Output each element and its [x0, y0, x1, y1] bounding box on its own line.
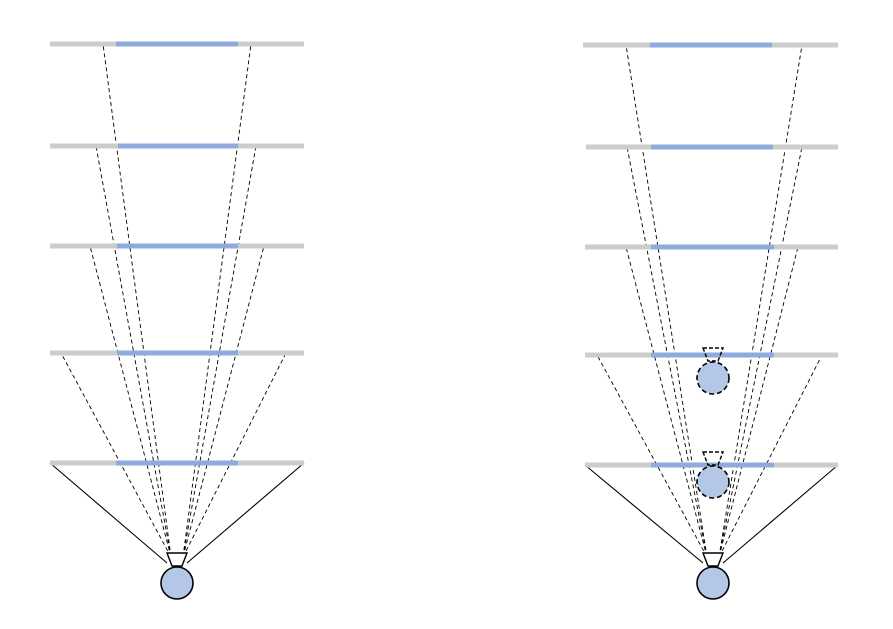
sight-line-left [60, 352, 172, 558]
ghost-head-circle [696, 465, 730, 499]
viewer [696, 552, 730, 600]
fov-boundary-right [186, 462, 305, 564]
sight-line-right [718, 44, 803, 558]
sight-line-left [626, 146, 708, 558]
camera-frustum-icon [701, 552, 725, 567]
sight-line-left [596, 354, 708, 558]
fov-boundary-right [722, 464, 839, 564]
sight-line-left [102, 43, 172, 558]
right-panel [583, 42, 839, 600]
ghost-viewer [696, 347, 730, 395]
sight-line-right [182, 245, 265, 558]
camera-frustum-icon [701, 347, 725, 362]
sight-line-right [718, 146, 803, 558]
sight-line-right [718, 246, 799, 558]
fov-boundary-left [49, 462, 168, 564]
sight-line-left [89, 245, 172, 558]
sight-line-left [625, 246, 708, 558]
viewer [160, 552, 194, 600]
sight-line-left [625, 44, 708, 558]
head-circle [696, 566, 730, 600]
sight-line-right [182, 352, 287, 558]
camera-frustum-icon [701, 451, 725, 466]
left-panel [49, 41, 305, 600]
sight-line-right [182, 43, 252, 558]
sight-line-right [718, 354, 823, 558]
ghost-viewer [696, 451, 730, 499]
fov-boundary-left [584, 464, 704, 564]
ghost-head-circle [696, 361, 730, 395]
camera-frustum-icon [165, 552, 189, 567]
head-circle [160, 566, 194, 600]
